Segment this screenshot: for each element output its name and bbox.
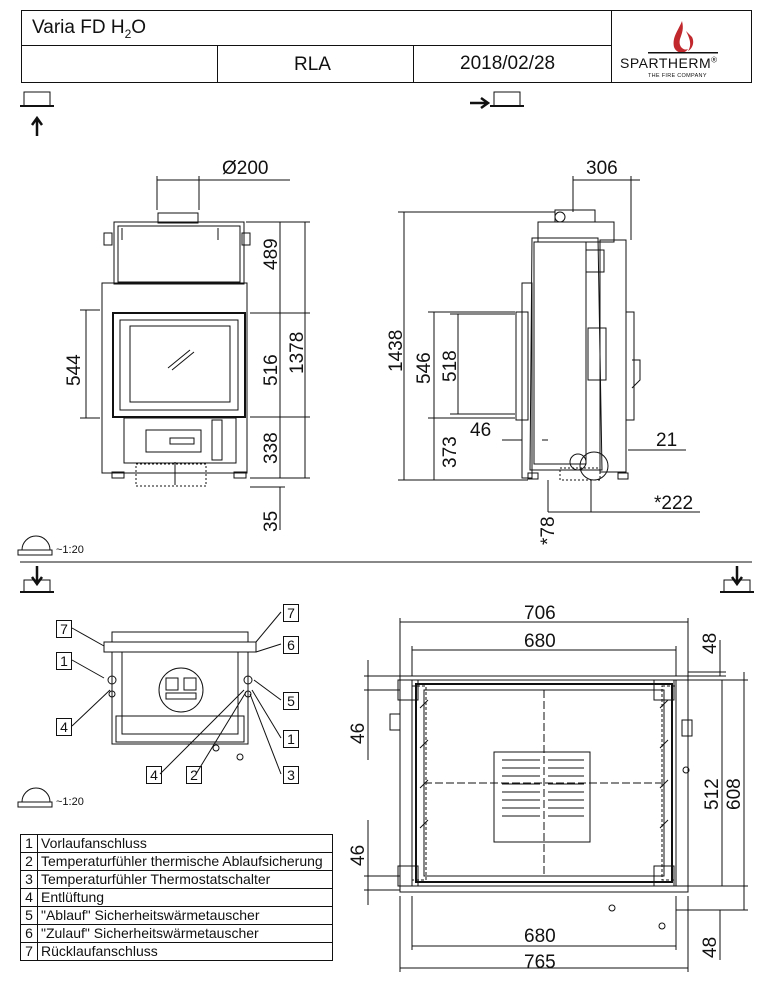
callout-right-1: 1 [283,730,299,748]
front-view [80,176,310,530]
dim-front-544: 544 [64,354,85,386]
title-main: Varia FD H [32,17,125,38]
legend-text: "Ablauf" Sicherheitswärmetauscher [37,906,333,925]
callout-bottom-4: 4 [146,766,162,784]
dim-front-338: 338 [261,432,282,464]
dim-flue-diameter: Ø200 [222,158,269,179]
legend-text: Temperaturfühler Thermostatschalter [37,870,333,889]
dim-side-306: 306 [586,158,618,179]
flame-icon [648,21,718,54]
plan-view [364,618,748,972]
dim-side-21: 21 [656,430,678,451]
side-view-icon [470,91,524,110]
legend-text: Vorlaufanschluss [37,834,333,853]
callout-left-7: 7 [56,620,72,638]
front-view-icon [20,91,54,136]
legend-row: 6"Zulauf" Sicherheitswärmetauscher [20,924,333,943]
brand-tagline: THE FIRE COMPANY [648,73,707,79]
legend-text: Rücklaufanschluss [37,942,333,961]
legend-text: Entlüftung [37,888,333,907]
legend-num: 4 [20,888,38,907]
dim-side-373: 373 [440,436,461,468]
scale-label-mid: ~1:20 [56,796,84,808]
legend-num: 5 [20,906,38,925]
brand-logo: SPARTHERM® THE FIRE COMPANY [611,10,752,83]
dim-front-489: 489 [261,238,282,270]
rear-view [71,611,282,775]
legend-num: 6 [20,924,38,943]
scale-icon [17,535,53,556]
top-view-icon-right [720,566,754,593]
dim-side-222: *222 [654,493,694,514]
dim-side-46: 46 [470,420,492,441]
dim-plan-512: 512 [702,778,723,810]
dim-plan-46-b: 46 [348,844,369,866]
dim-side-546: 546 [414,352,435,384]
scale-icon-2 [17,787,53,808]
callout-bottom-2: 2 [186,766,202,784]
scale-label-top: ~1:20 [56,544,84,556]
callout-left-4: 4 [56,718,72,736]
callout-right-7: 7 [283,604,299,622]
side-view [398,176,700,513]
legend-num: 2 [20,852,38,871]
callout-right-5: 5 [283,692,299,710]
legend-num: 3 [20,870,38,889]
dim-plan-680-bottom: 680 [524,926,556,947]
dim-plan-48-bottom: 48 [700,936,721,958]
variant-label: RLA [294,54,331,75]
title-subscript: 2 [124,26,132,41]
legend-row: 5"Ablauf" Sicherheitswärmetauscher [20,906,333,925]
legend-num: 7 [20,942,38,961]
dim-front-1378: 1378 [287,331,308,374]
dim-plan-608: 608 [724,778,745,810]
dim-side-1438: 1438 [386,329,407,372]
callout-right-6: 6 [283,636,299,654]
dim-plan-706: 706 [524,603,556,624]
brand-mark: ® [711,55,718,65]
dim-plan-46-a: 46 [348,722,369,744]
date-label: 2018/02/28 [460,53,556,74]
callout-left-1: 1 [56,652,72,670]
dim-plan-48-top: 48 [700,632,721,654]
dim-side-518: 518 [440,350,461,382]
dim-front-516: 516 [261,354,282,386]
legend-text: "Zulauf" Sicherheitswärmetauscher [37,924,333,943]
product-title: Varia FD H2O [32,17,146,41]
dim-side-78: *78 [538,516,559,545]
dim-plan-765: 765 [524,952,556,973]
brand-name: SPARTHERM® [620,55,718,71]
dim-front-35: 35 [261,510,282,532]
title-end: O [131,17,147,38]
dim-plan-680-top: 680 [524,631,556,652]
legend-num: 1 [20,834,38,853]
legend-text: Temperaturfühler thermische Ablaufsicher… [37,852,333,871]
callout-right-3: 3 [283,766,299,784]
brand-name-text: SPARTHERM [620,55,712,71]
top-view-icon-left [20,566,54,593]
